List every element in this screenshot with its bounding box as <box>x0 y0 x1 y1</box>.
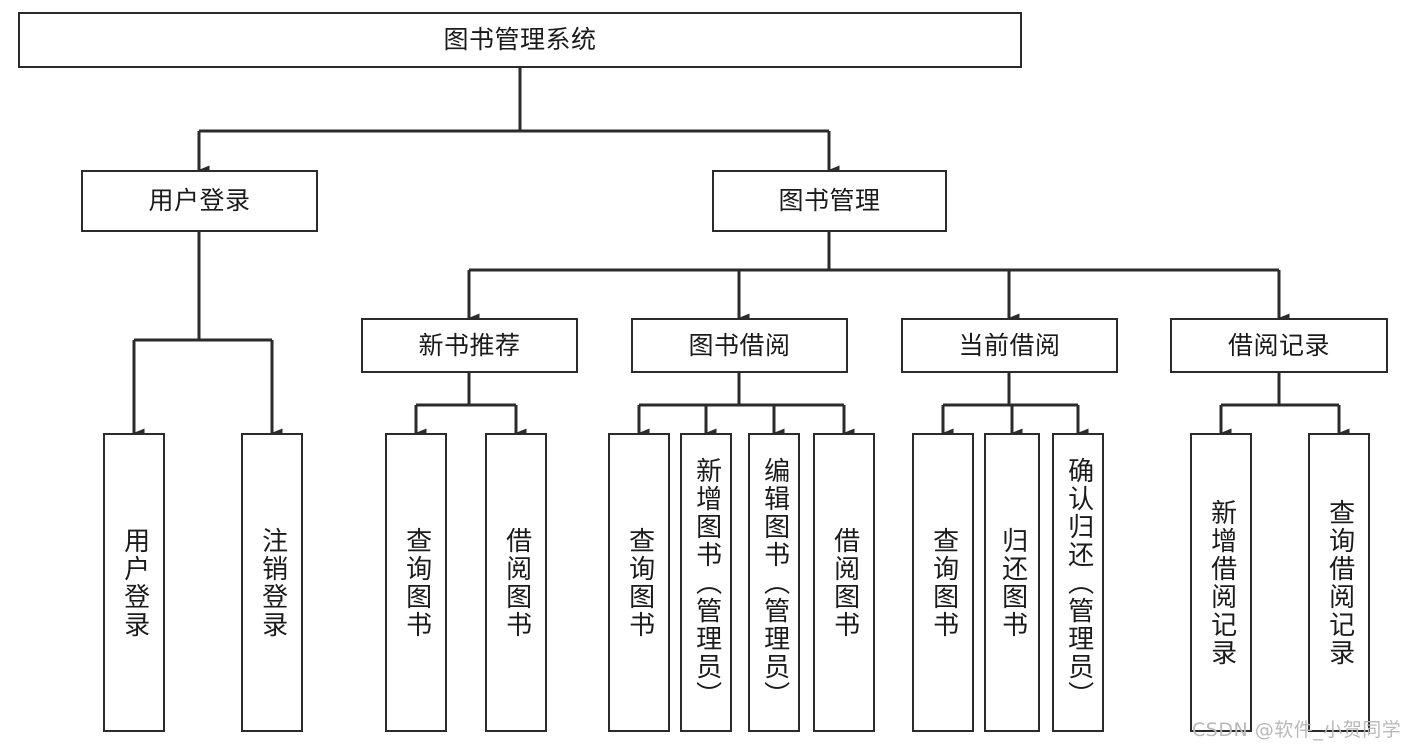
leaf-add-book-admin[interactable]: 新增图书（管理员） <box>680 433 732 732</box>
node-current-borrow[interactable]: 当前借阅 <box>901 318 1118 373</box>
node-label: 新增图书（管理员） <box>691 456 722 709</box>
node-book-borrow[interactable]: 图书借阅 <box>631 318 848 373</box>
leaf-logout[interactable]: 注销登录 <box>241 433 303 732</box>
node-label: 查询图书 <box>928 526 959 639</box>
leaf-query-book-recommend[interactable]: 查询图书 <box>385 433 447 732</box>
node-label: 归还图书 <box>997 526 1028 639</box>
leaf-query-book-current[interactable]: 查询图书 <box>912 433 974 732</box>
node-label: 新增借阅记录 <box>1206 498 1237 667</box>
leaf-borrow-book[interactable]: 借阅图书 <box>813 433 875 732</box>
node-label: 图书管理 <box>778 186 881 215</box>
node-label: 查询图书 <box>401 526 432 639</box>
node-label: 用户登录 <box>119 526 150 639</box>
node-label: 用户登录 <box>148 186 251 215</box>
node-label: 借阅记录 <box>1227 330 1330 360</box>
leaf-return-book[interactable]: 归还图书 <box>984 433 1040 732</box>
node-label: 确认归还（管理员） <box>1063 456 1094 709</box>
leaf-user-login[interactable]: 用户登录 <box>103 433 165 732</box>
node-user-login[interactable]: 用户登录 <box>81 170 318 232</box>
leaf-query-borrow-record[interactable]: 查询借阅记录 <box>1308 433 1370 732</box>
node-label: 编辑图书（管理员） <box>759 456 790 709</box>
node-label: 查询图书 <box>624 526 655 639</box>
node-label: 借阅图书 <box>501 526 532 639</box>
node-book-management[interactable]: 图书管理 <box>712 170 947 232</box>
node-label: 图书管理系统 <box>443 25 597 54</box>
node-label: 新书推荐 <box>418 330 521 360</box>
node-label: 图书借阅 <box>688 330 791 360</box>
node-root[interactable]: 图书管理系统 <box>18 12 1022 68</box>
edge-paths <box>132 68 1350 438</box>
leaf-borrow-book-recommend[interactable]: 借阅图书 <box>485 433 547 732</box>
node-label: 当前借阅 <box>958 330 1061 360</box>
node-label: 注销登录 <box>257 526 288 639</box>
watermark: CSDN @软件_小贺同学 <box>1192 719 1402 741</box>
node-label: 借阅图书 <box>829 526 860 639</box>
leaf-add-borrow-record[interactable]: 新增借阅记录 <box>1190 433 1252 732</box>
node-borrow-record[interactable]: 借阅记录 <box>1170 318 1388 373</box>
leaf-confirm-return-admin[interactable]: 确认归还（管理员） <box>1052 433 1104 732</box>
leaf-query-book-borrow[interactable]: 查询图书 <box>608 433 670 732</box>
node-new-book-recommend[interactable]: 新书推荐 <box>361 318 578 373</box>
leaf-edit-book-admin[interactable]: 编辑图书（管理员） <box>748 433 800 732</box>
node-label: 查询借阅记录 <box>1324 498 1355 667</box>
